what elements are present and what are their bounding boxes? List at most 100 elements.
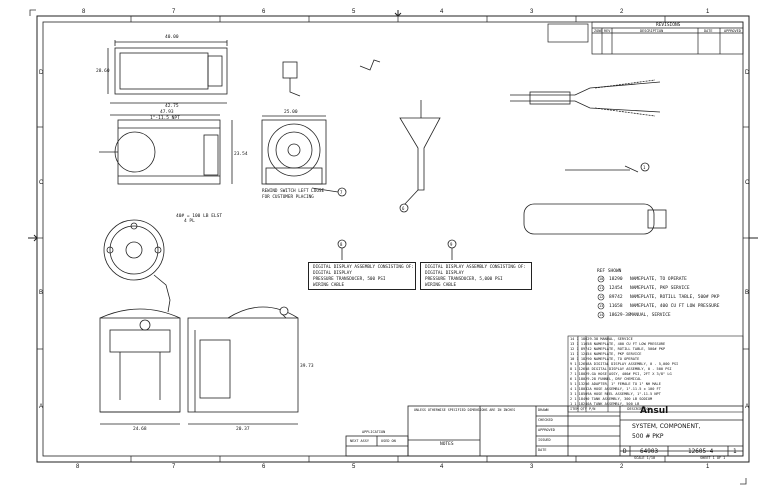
zone-label-bottom: 4 (440, 464, 444, 470)
bom-row: 1 1 18240A TANK ASSEMBLY, 500 LB (570, 402, 640, 406)
zone-label-right: B (745, 290, 750, 296)
revision-col: ZONE (594, 29, 603, 33)
dim-side-width: 25.00 (284, 110, 298, 115)
ref-num: 12 (599, 295, 604, 299)
zone-label-bottom: 2 (620, 464, 624, 470)
zone-label-right: C (745, 180, 750, 186)
zone-label-left: D (39, 70, 44, 76)
zone-label-bottom: 3 (530, 464, 534, 470)
dim-top-height: 28.60 (96, 69, 110, 74)
bom-row: 14 1 18629-38 MANUAL, SERVICE (570, 337, 633, 341)
zone-label-left: B (39, 290, 44, 296)
used-on-label: USED ON (381, 439, 396, 443)
ref-desc: NAMEPLATE, PKP SERVICE (630, 286, 690, 291)
zone-label-top: 7 (172, 9, 176, 15)
ref-pn: 18290 (609, 277, 623, 282)
revision-col: APPROVED (724, 29, 741, 33)
dim-front-width: 47.93 (160, 110, 174, 115)
revision-col: REV (604, 29, 611, 33)
drawn-label: DRAWN (538, 408, 549, 412)
zone-label-right: D (745, 70, 750, 76)
tag-number: 9 (450, 242, 453, 247)
ref-pn: 18629-38 (609, 313, 631, 318)
ref-pn: 89742 (609, 295, 623, 300)
bom-row: 5 1 13256 ADAPTER, 1" FEMALE TO 1" NH MA… (570, 382, 661, 386)
size-value: D (623, 448, 627, 455)
ref-desc: NAMEPLATE, ROTILL TABLE, 500# PKP (630, 295, 720, 300)
zone-label-top: 5 (352, 9, 356, 15)
display-note-a: DIGITAL DISPLAY ASSEMBLY CONSISTING OF: … (308, 262, 416, 290)
application-label: APPLICATION (362, 430, 386, 434)
ref-num: 11 (599, 286, 604, 290)
bom-row: 3 1 18509A HOSE REEL ASSEMBLY, 1"-11.5 N… (570, 392, 661, 396)
zone-label-top: 8 (82, 9, 86, 15)
ref-pn: 12454 (609, 286, 623, 291)
ref-desc: MANUAL, SERVICE (630, 313, 671, 318)
zone-label-right: A (745, 404, 750, 410)
next-assy-label: NEXT ASSY (350, 439, 369, 443)
ref-num: 10 (599, 277, 604, 281)
switch-note: REWIND SWITCH LEFT LOOSE (262, 189, 325, 194)
tag-number: 8 (340, 242, 343, 247)
dim-weight: 40# = 100 LB ELST (176, 214, 223, 219)
unless-note: UNLESS OTHERWISE SPECIFIED DIMENSIONS AR… (414, 408, 516, 412)
approved-label: APPROVED (538, 428, 555, 432)
tag-number: 1 (643, 165, 646, 170)
display-note-b: DIGITAL DISPLAY ASSEMBLY CONSISTING OF: … (420, 262, 532, 290)
zone-label-bottom: 5 (352, 464, 356, 470)
ref-num: 14 (599, 313, 604, 317)
part-no-value: 12605-4 (688, 448, 714, 455)
zone-label-top: 4 (440, 9, 444, 15)
dim-side-height: 23.54 (234, 152, 248, 157)
zone-label-bottom: 7 (172, 464, 176, 470)
zone-label-bottom: 1 (706, 464, 710, 470)
zone-label-top: 6 (262, 9, 266, 15)
bom-row: 4 1 18032A HOSE ASSEMBLY, 1"-11.5 x 100 … (570, 387, 661, 391)
revision-col: DATE (704, 29, 713, 33)
ref-desc: NAMEPLATE, 400 CU FT LOW PRESSURE (630, 304, 720, 309)
scale-label: SCALE 1/10 (634, 456, 656, 460)
bom-row: 2 1 18490 TANK ASSEMBLY, 300 LB SODIUM (570, 397, 653, 401)
dim-npt: 1"-11.5 NPT (150, 116, 180, 121)
dim-weight-2: 4 PL (184, 219, 195, 224)
switch-note: FOR CUSTOMER PLACING (262, 195, 314, 200)
notes-label: NOTES (440, 442, 454, 447)
bom-row: 11 1 12454 NAMEPLATE, PKP SERVICE (570, 352, 642, 356)
checked-label: CHECKED (538, 418, 553, 422)
ref-list-header: REF SHOWN (597, 269, 622, 274)
ref-num: 13 (599, 304, 604, 308)
dim-bottom-height: 39.73 (300, 364, 314, 369)
bom-row: 12 1 89742 NAMEPLATE, ROTILL TABLE, 500#… (570, 347, 666, 351)
drawing-subtitle: 500 # PKP (632, 433, 664, 440)
drawing-title: SYSTEM, COMPONENT, (632, 423, 701, 430)
bom-row: 10 1 18290 NAMEPLATE, TO OPERATE (570, 357, 640, 361)
zone-label-bottom: 6 (262, 464, 266, 470)
revisions-title: REVISIONS (656, 23, 681, 28)
rev-value: 1 (733, 448, 737, 455)
bom-row: 6 1 18029-28 FUNNEL, DRY CHEMICAL (570, 377, 642, 381)
bom-row: 9 1 12658A DIGITAL DISPLAY ASSEMBLY, 0 -… (570, 362, 679, 366)
ref-pn: 11658 (609, 304, 623, 309)
bom-row: 7 1 18029-GA HOSE ASSY, 400# PSI, 2FT X … (570, 372, 672, 376)
dim-bottom-right: 20.37 (236, 427, 250, 432)
zone-label-top: 3 (530, 9, 534, 15)
tag-number: 7 (340, 190, 343, 195)
bom-row: 8 1 12658 DIGITAL DISPLAY ASSEMBLY, 0 - … (570, 367, 672, 371)
revision-col: DESCRIPTION (640, 29, 664, 33)
zone-label-bottom: 8 (76, 464, 80, 470)
dim-overall-width: 42.75 (165, 104, 179, 109)
ref-desc: NAMEPLATE, TO OPERATE (630, 277, 687, 282)
bom-footer: ITEM QTY P/N DESCRIPTION (570, 407, 651, 411)
tag-number: 6 (402, 206, 405, 211)
issued-label: ISSUED (538, 438, 551, 442)
zone-label-top: 2 (620, 9, 624, 15)
dim-bottom-left: 24.68 (133, 427, 147, 432)
dwg-no-value: 64903 (640, 448, 659, 455)
company-logo: Ansul (640, 406, 669, 416)
dim-top-width: 40.00 (165, 35, 179, 40)
zone-label-left: C (39, 180, 44, 186)
sheet-label: SHEET 1 OF 1 (700, 456, 726, 460)
zone-label-top: 1 (706, 9, 710, 15)
